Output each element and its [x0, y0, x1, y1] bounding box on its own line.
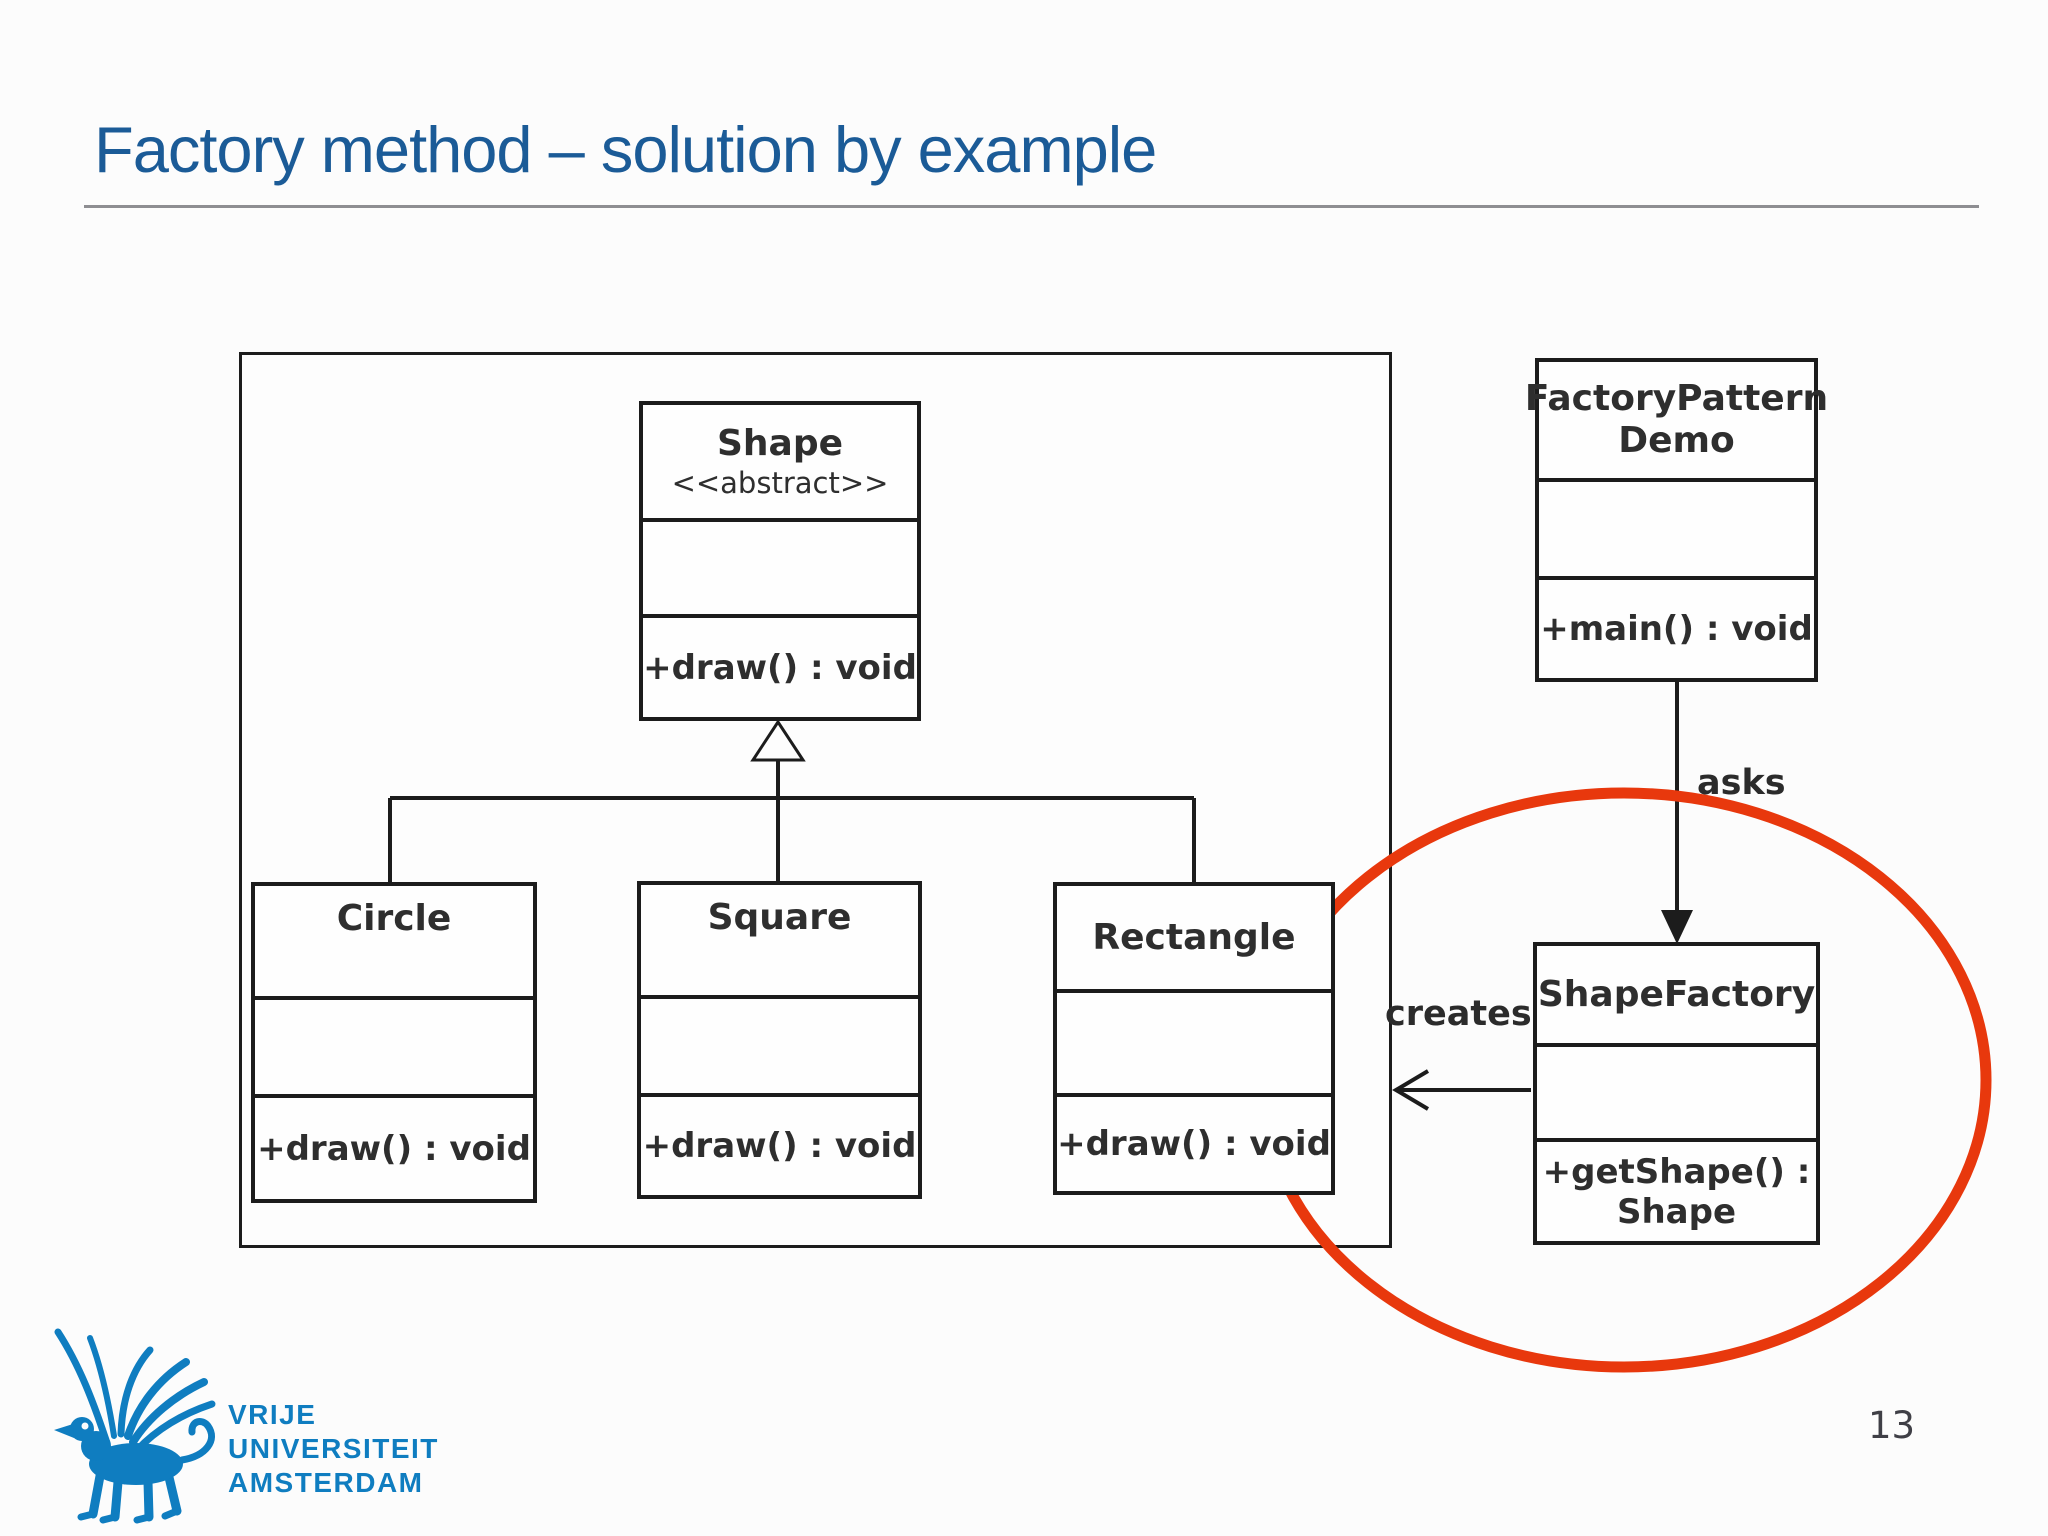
class-method-line1: +getShape() : — [1542, 1151, 1811, 1192]
class-name: ShapeFactory — [1537, 973, 1816, 1015]
class-fields-compartment — [255, 1000, 533, 1098]
class-method: +main() : void — [1540, 609, 1813, 649]
title-underline — [84, 205, 1979, 208]
vu-wordmark-line3: AMSTERDAM — [228, 1467, 424, 1498]
class-fields-compartment — [1057, 993, 1331, 1097]
vu-wordmark-line2: UNIVERSITEIT — [228, 1433, 439, 1464]
class-box-factory-pattern-demo: FactoryPattern Demo +main() : void — [1525, 358, 1828, 682]
class-name: Shape — [716, 422, 844, 464]
class-fields-compartment — [643, 522, 917, 618]
class-title-compartment: FactoryPattern Demo — [1525, 362, 1828, 482]
vu-wordmark-line1: VRIJE — [228, 1399, 317, 1430]
class-name-line1: FactoryPattern — [1524, 378, 1829, 419]
class-method: +draw() : void — [642, 1126, 917, 1166]
class-title-compartment: ShapeFactory — [1537, 946, 1816, 1047]
class-method: +draw() : void — [1057, 1124, 1331, 1164]
asks-arrowhead-icon — [1661, 910, 1693, 944]
class-title-compartment: Shape <<abstract>> — [643, 405, 917, 522]
asks-edge-label: asks — [1697, 763, 1786, 803]
class-method: +draw() : void — [257, 1128, 531, 1169]
class-box-square: Square +draw() : void — [637, 881, 922, 1199]
class-fields-compartment — [1537, 1047, 1816, 1142]
creates-edge-label: creates — [1385, 994, 1532, 1034]
page-number: 13 — [1868, 1404, 1916, 1447]
class-methods-compartment: +main() : void — [1539, 580, 1814, 678]
class-method-line2: Shape — [1616, 1191, 1737, 1232]
class-methods-compartment: +draw() : void — [643, 618, 917, 717]
class-methods-compartment: +draw() : void — [255, 1098, 533, 1199]
vu-griffin-logo — [54, 1328, 216, 1524]
class-method: +draw() : void — [643, 647, 917, 688]
page-title: Factory method – solution by example — [94, 113, 1157, 186]
class-name: Square — [707, 897, 852, 938]
class-name: Circle — [336, 898, 452, 939]
class-stereotype: <<abstract>> — [671, 465, 889, 500]
class-box-shape-factory: ShapeFactory +getShape() : Shape — [1533, 942, 1820, 1245]
class-methods-compartment: +draw() : void — [641, 1097, 918, 1195]
class-fields-compartment — [641, 999, 918, 1097]
class-name: Rectangle — [1092, 916, 1296, 958]
class-title-compartment: Square — [641, 885, 918, 999]
class-box-shape: Shape <<abstract>> +draw() : void — [639, 401, 921, 721]
class-methods-compartment: +draw() : void — [1057, 1097, 1331, 1191]
class-box-circle: Circle +draw() : void — [251, 882, 537, 1203]
creates-arrowhead-icon — [1392, 1069, 1430, 1111]
class-fields-compartment — [1539, 482, 1814, 580]
class-box-rectangle: Rectangle +draw() : void — [1053, 882, 1335, 1195]
class-name-line2: Demo — [1618, 420, 1735, 461]
vu-wordmark: VRIJE UNIVERSITEIT AMSTERDAM — [228, 1398, 439, 1500]
class-title-compartment: Rectangle — [1057, 886, 1331, 993]
class-methods-compartment: +getShape() : Shape — [1537, 1142, 1816, 1241]
class-title-compartment: Circle — [255, 886, 533, 1000]
